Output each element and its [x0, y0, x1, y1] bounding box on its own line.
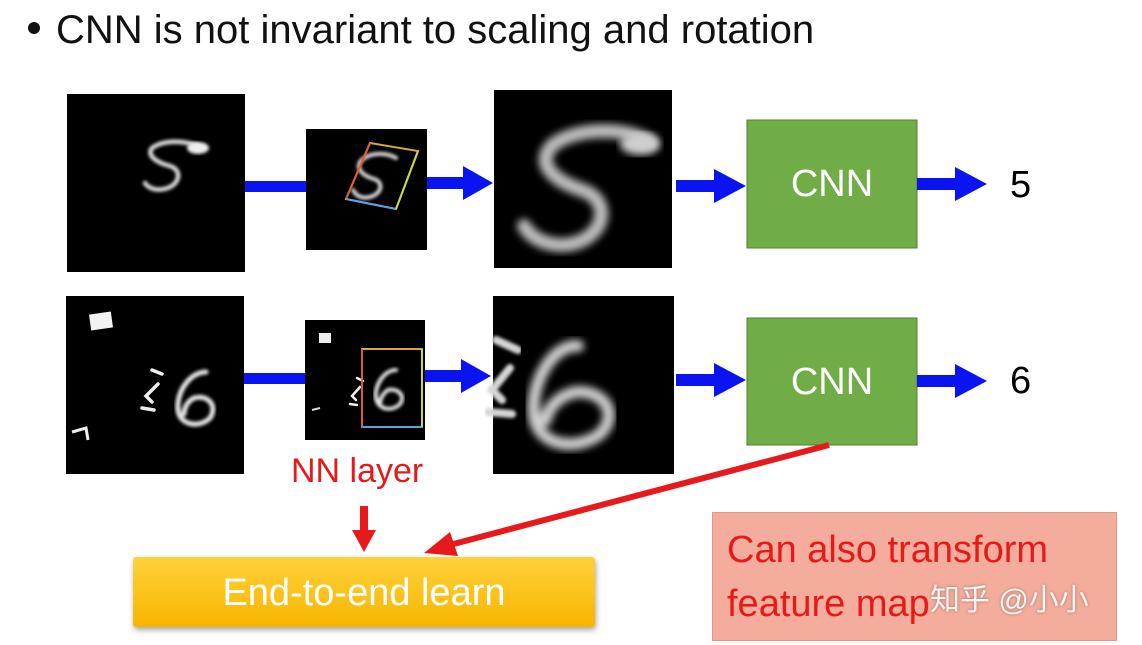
localized-crop-6: [305, 320, 425, 440]
watermark: 知乎 @小小: [930, 584, 1089, 617]
input-image-5: [67, 94, 245, 272]
transformed-image-5: [494, 90, 672, 268]
note-line-1: Can also transform: [727, 529, 1049, 571]
red-diagonal-arrow-icon: [424, 442, 830, 556]
slide-title: CNN is not invariant to scaling and rota…: [28, 8, 814, 53]
arrow-icon: [917, 167, 987, 201]
input-image-6: [66, 296, 244, 474]
arrow-icon: [427, 166, 493, 200]
output-label: 5: [1010, 164, 1032, 206]
arrow-icon: [917, 364, 987, 398]
cnn-label: CNN: [790, 163, 874, 205]
note-line-2: feature map: [727, 583, 930, 625]
nn-layer-label: NN layer: [291, 452, 424, 490]
end-to-end-box: End-to-end learn: [133, 557, 595, 627]
localized-crop-5: [306, 129, 427, 250]
arrow-icon: [676, 169, 746, 203]
connector-line: [245, 181, 307, 192]
arrow-icon: [676, 363, 746, 397]
cnn-label: CNN: [790, 361, 874, 403]
note-box: Can also transform feature map: [712, 512, 1117, 641]
title-text: CNN is not invariant to scaling and rota…: [56, 8, 815, 52]
cnn-box: [746, 119, 918, 249]
transformed-image-6: [484, 296, 674, 474]
arrow-icon: [425, 359, 491, 393]
cnn-box: [746, 317, 918, 446]
red-down-arrow-icon: [352, 506, 376, 552]
bullet-icon: [28, 22, 40, 35]
output-label: 6: [1010, 360, 1032, 402]
connector-line: [244, 373, 306, 384]
